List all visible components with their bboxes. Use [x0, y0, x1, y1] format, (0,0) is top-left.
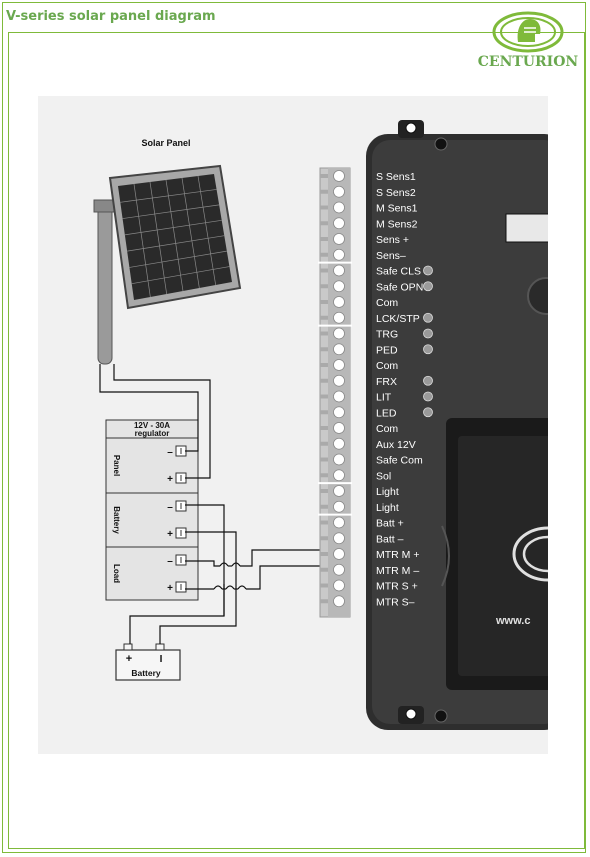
terminal-label: Com	[376, 423, 398, 435]
status-led	[423, 328, 433, 339]
terminal-screw	[333, 548, 345, 560]
terminal-screw	[333, 579, 345, 592]
wiring-diagram: Solar Panel 12V - 30A regulator Panel – + B…	[38, 96, 548, 754]
terminal-screw	[333, 500, 345, 513]
knight-helmet-icon	[492, 11, 564, 53]
terminal-label: FRX	[376, 376, 397, 388]
terminal-label: MTR S–	[376, 596, 415, 608]
logo-wordmark: CENTURION	[477, 54, 579, 70]
terminal-screw	[333, 280, 345, 293]
wiring-svg: Solar Panel 12V - 30A regulator Panel – + B…	[93, 120, 548, 730]
terminal-screw	[333, 185, 345, 198]
content-border-shadow	[8, 32, 585, 849]
terminal-label: MTR S +	[376, 581, 418, 593]
page-title: V-series solar panel diagram	[6, 9, 216, 24]
status-led	[423, 265, 433, 276]
terminal-screw	[333, 359, 345, 371]
terminal-label: Safe Com	[376, 455, 423, 467]
status-led	[423, 312, 433, 323]
terminal-label: Safe OPN	[376, 281, 423, 293]
terminal-screw	[333, 217, 345, 230]
terminal-screw	[333, 170, 345, 182]
status-led	[423, 391, 433, 402]
terminal-screw	[333, 264, 345, 277]
terminal-screw	[333, 233, 345, 245]
terminal-label: Batt –	[376, 533, 404, 545]
terminal-screw	[333, 595, 345, 608]
terminal-label: M Sens2	[376, 218, 418, 230]
terminal-label: M Sens1	[376, 203, 418, 215]
terminal-label: Aux 12V	[376, 439, 416, 451]
terminal-screw	[333, 390, 345, 403]
regulator-title-line2: regulator	[135, 429, 170, 438]
wires	[99, 364, 332, 644]
terminal-label: Batt +	[376, 518, 404, 530]
terminal-label: Sens–	[376, 250, 406, 262]
regulator-terminal-symbol: +	[167, 529, 173, 540]
terminal-screw	[333, 201, 345, 214]
battery: + I Battery	[115, 643, 181, 681]
terminal-label: S Sens1	[376, 171, 416, 183]
charge-regulator: 12V - 30A regulator Panel – + Battery – + Load…	[105, 419, 199, 601]
terminal-label: Light	[376, 502, 399, 514]
terminal-screw	[333, 453, 345, 466]
regulator-terminal-symbol: –	[167, 556, 173, 567]
terminal-screw	[333, 327, 345, 340]
regulator-terminal-symbol: +	[167, 583, 173, 594]
terminal-screw	[333, 437, 345, 450]
solar-panel-label: Solar Panel	[141, 138, 190, 148]
status-led	[423, 407, 433, 418]
terminal-screw	[333, 343, 345, 356]
terminal-label: PED	[376, 344, 398, 356]
terminal-screw	[333, 422, 345, 434]
terminal-label: Light	[376, 486, 399, 498]
terminal-screw	[333, 311, 345, 324]
terminal-label: Safe CLS	[376, 266, 421, 278]
terminal-strip	[318, 167, 352, 618]
content-border	[8, 32, 586, 849]
terminal-label: Com	[376, 360, 398, 372]
terminal-label: S Sens2	[376, 187, 416, 199]
regulator-title-line1: 12V - 30A	[134, 421, 170, 430]
regulator-terminal-symbol: –	[167, 502, 173, 513]
terminal-screw	[333, 248, 345, 261]
terminal-label: LED	[376, 407, 397, 419]
regulator-section-label: Panel	[112, 455, 121, 476]
terminal-screw	[333, 532, 345, 545]
gate-controller: www.c	[366, 120, 548, 730]
battery-minus-label: I	[160, 654, 163, 665]
terminal-label: Sens +	[376, 234, 409, 246]
terminal-screw	[333, 469, 345, 482]
regulator-terminal-symbol: +	[167, 474, 173, 485]
terminal-screw	[333, 563, 345, 576]
terminal-screw	[333, 485, 345, 497]
battery-label: Battery	[131, 668, 161, 678]
status-led	[423, 344, 433, 355]
terminal-label: MTR M +	[376, 549, 419, 561]
terminal-screw	[333, 516, 345, 529]
terminal-screw	[333, 296, 345, 308]
terminal-label: LIT	[376, 392, 392, 404]
battery-plus-label: +	[126, 653, 132, 665]
terminal-label: TRG	[376, 329, 398, 341]
terminal-label: Sol	[376, 470, 391, 482]
status-led	[423, 375, 433, 386]
status-led	[423, 281, 433, 292]
terminal-label: Com	[376, 297, 398, 309]
terminal-screw	[333, 374, 345, 387]
terminal-label: LCK/STP	[376, 313, 420, 325]
terminal-screw	[333, 406, 345, 419]
solar-panel	[93, 164, 242, 365]
regulator-section-label: Load	[112, 564, 121, 583]
regulator-terminal-symbol: –	[167, 447, 173, 458]
regulator-section-label: Battery	[112, 506, 121, 534]
terminal-label: MTR M –	[376, 565, 419, 577]
centurion-logo: CENTURION	[472, 10, 584, 74]
controller-url: www.c	[495, 615, 530, 627]
